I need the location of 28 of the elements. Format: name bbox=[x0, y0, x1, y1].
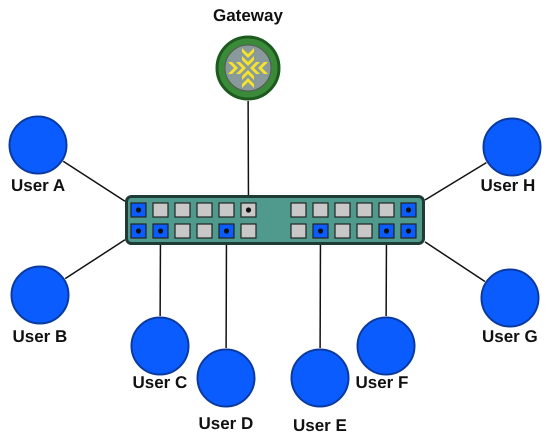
connector-line bbox=[225, 245, 228, 348]
user-label: User D bbox=[198, 414, 254, 434]
user-label: User E bbox=[293, 416, 347, 436]
user-label: User G bbox=[482, 327, 538, 347]
connector-line bbox=[424, 241, 486, 282]
user-circle bbox=[356, 316, 416, 376]
user-circle bbox=[290, 348, 350, 408]
user-circle bbox=[480, 268, 540, 328]
network-switch-drawing bbox=[125, 195, 425, 245]
user-label: User B bbox=[12, 327, 68, 347]
connector-line bbox=[159, 245, 162, 316]
user-circle bbox=[130, 316, 190, 376]
user-label: User C bbox=[132, 373, 188, 393]
user-label: User F bbox=[356, 373, 408, 393]
user-label: User H bbox=[480, 176, 536, 196]
connector-line bbox=[319, 245, 322, 348]
node-heading: Gateway bbox=[213, 6, 283, 26]
connector-line bbox=[385, 245, 388, 316]
gateway-circle bbox=[215, 35, 281, 101]
connector-line bbox=[64, 239, 126, 280]
user-label: User A bbox=[11, 176, 66, 196]
connector-line bbox=[424, 162, 487, 201]
user-circle bbox=[8, 115, 68, 175]
connector-line bbox=[247, 101, 250, 195]
connector-line bbox=[62, 160, 126, 202]
user-circle bbox=[196, 348, 256, 408]
user-circle bbox=[10, 265, 70, 325]
user-circle bbox=[482, 117, 542, 177]
